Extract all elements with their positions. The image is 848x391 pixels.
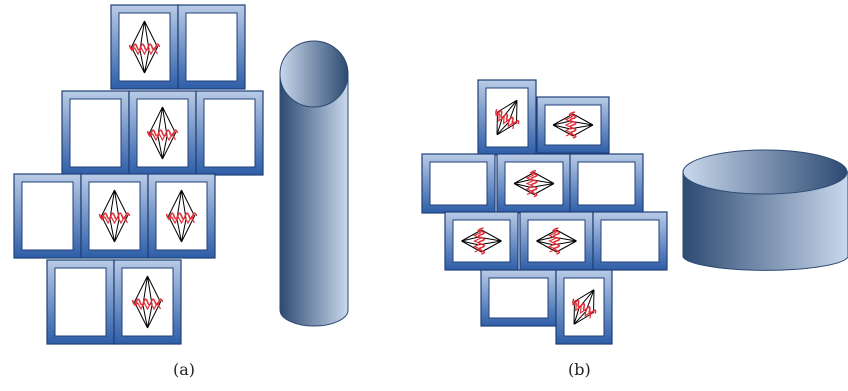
red-wave <box>131 46 159 56</box>
cylinder-body <box>682 171 848 271</box>
cylinder-body <box>279 73 349 327</box>
lattice-cell <box>421 153 496 214</box>
lattice-cell <box>46 259 115 345</box>
crystal-edges <box>513 172 555 195</box>
lattice-cell <box>555 269 613 345</box>
lattice-cell <box>569 153 644 214</box>
crystal-motif <box>536 227 577 255</box>
cell-window <box>136 98 189 168</box>
crystal-motif <box>513 169 555 198</box>
tall-cylinder <box>279 40 349 327</box>
lattice-cell <box>519 211 594 271</box>
panel-b-label: (b) <box>568 360 591 379</box>
crystal-edges <box>149 106 176 160</box>
crystal-edges <box>573 289 595 325</box>
panel-a-label: (a) <box>173 360 196 379</box>
crystal-edges <box>461 229 502 253</box>
crystal-edges <box>552 113 594 137</box>
lattice-cell <box>110 4 179 90</box>
lattice-cell <box>195 90 264 176</box>
cell-window <box>429 161 488 206</box>
crystal-edges <box>131 20 158 74</box>
cylinders <box>279 40 848 327</box>
panel-b-cells <box>421 79 668 345</box>
crystal-motif <box>552 111 594 139</box>
lattice-cell <box>444 211 519 271</box>
cylinder-top <box>682 149 848 195</box>
cell-window <box>577 161 636 206</box>
crystal-motif <box>146 106 179 160</box>
lattice-cell <box>496 153 572 214</box>
lattice-cell <box>177 4 246 90</box>
red-wave <box>473 229 482 253</box>
cell-window <box>185 12 238 82</box>
red-wave <box>134 301 162 311</box>
crystal-motif <box>495 99 520 136</box>
crystal-edges <box>134 275 161 329</box>
red-wave <box>149 132 177 142</box>
lattice-cell <box>536 96 610 154</box>
crystal-edges <box>536 229 577 253</box>
lattice-cell <box>61 90 130 176</box>
cell-window <box>21 181 74 251</box>
red-wave <box>495 113 515 130</box>
red-wave <box>548 229 557 253</box>
lattice-cell <box>480 269 557 327</box>
lattice-cell <box>147 173 216 259</box>
red-wave <box>168 215 196 225</box>
cell-window <box>69 98 122 168</box>
crystal-motif <box>572 289 597 325</box>
panel-a-cells <box>13 4 264 345</box>
crystal-motif <box>461 227 502 255</box>
crystal-edges <box>101 189 128 243</box>
lattice-cell <box>80 173 149 259</box>
lattice-cell <box>477 79 537 156</box>
cell-window <box>54 267 107 337</box>
red-wave <box>525 172 535 196</box>
cell-window <box>488 277 549 319</box>
crystal-motif <box>128 20 161 74</box>
crystal-motif <box>98 189 131 243</box>
lattice-cell <box>592 211 668 271</box>
cell-window <box>600 219 660 263</box>
cell-window <box>203 98 256 168</box>
lattice-cell <box>113 259 182 345</box>
crystal-motif <box>165 189 198 243</box>
red-wave <box>101 215 129 225</box>
lattice-cell <box>128 90 197 176</box>
short-cylinder <box>682 149 848 271</box>
red-wave <box>572 302 592 319</box>
crystal-edges <box>168 189 195 243</box>
crystal-motif <box>131 275 164 329</box>
crystal-edges <box>496 99 518 136</box>
red-wave <box>564 113 574 137</box>
lattice-cell <box>13 173 82 259</box>
cylinder-top <box>279 40 349 108</box>
